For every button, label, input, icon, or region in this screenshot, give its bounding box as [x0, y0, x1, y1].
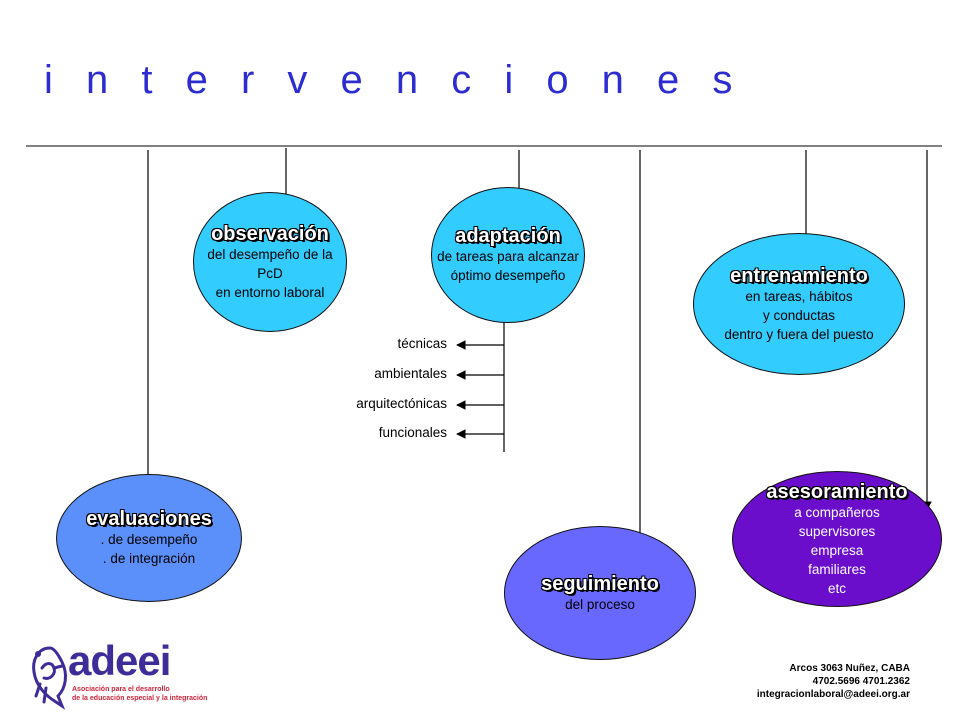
contact-info: Arcos 3063 Nuñez, CABA 4702.5696 4701.23… [757, 662, 910, 701]
node-heading: entrenamiento [730, 264, 868, 287]
logo-tagline-line: de la educación especial y la integració… [72, 694, 208, 702]
logo-tagline: Asociación para el desarrollo de la educ… [72, 686, 207, 703]
node-heading: seguimiento [541, 572, 659, 595]
contact-phones: 4702.5696 4701.2362 [812, 676, 910, 687]
node-line: óptimo desempeño [450, 268, 566, 283]
node-heading: observación [211, 222, 329, 245]
node-heading: asesoramiento [766, 480, 908, 503]
adeei-logo: adeei Asociación para el desarrollo de l… [28, 638, 208, 720]
node-line: a compañeros [794, 504, 880, 520]
node-line: y conductas [762, 307, 836, 323]
logo-wordmark: adeei [68, 637, 171, 684]
node-entrenamiento: entrenamiento en tareas, hábitos y condu… [693, 233, 905, 375]
node-seguimiento: seguimiento del proceso [504, 526, 696, 660]
logo-tagline-line: Asociación para el desarrollo [72, 686, 170, 693]
adaptation-type-arquitectonicas: arquitectónicas [356, 396, 447, 411]
node-line: PcD [257, 265, 283, 281]
contact-address: Arcos 3063 Nuñez, CABA [789, 663, 910, 674]
node-line: . de integración [102, 551, 196, 566]
node-line: . de desempeño [100, 532, 198, 547]
adaptation-type-ambientales: ambientales [374, 366, 447, 381]
node-adaptacion: adaptación de tareas para alcanzar óptim… [431, 187, 585, 323]
node-heading: adaptación [455, 225, 561, 247]
node-line: de tareas para alcanzar [437, 249, 579, 264]
node-line: supervisores [798, 523, 876, 539]
node-line: etc [827, 580, 846, 596]
node-line: dentro y fuera del puesto [724, 326, 874, 342]
page-title: i n t e r v e n c i o n e s [44, 58, 744, 102]
node-line: del proceso [565, 596, 635, 612]
node-observacion: observación del desempeño de la PcD en e… [193, 192, 347, 332]
adaptation-type-tecnicas: técnicas [397, 336, 447, 351]
node-heading: evaluaciones [86, 508, 212, 530]
node-line: empresa [810, 542, 864, 558]
node-asesoramiento: asesoramiento a compañeros supervisores … [732, 471, 942, 607]
node-line: en tareas, hábitos [745, 288, 853, 304]
contact-email[interactable]: integracionlaboral@adeei.org.ar [756, 689, 910, 700]
node-evaluaciones: evaluaciones . de desempeño . de integra… [56, 474, 242, 602]
node-line: del desempeño de la [207, 246, 333, 262]
node-line: familiares [808, 561, 866, 577]
node-line: en entorno laboral [215, 284, 325, 300]
adaptation-type-funcionales: funcionales [378, 425, 447, 440]
logo-figure-icon [32, 646, 67, 710]
